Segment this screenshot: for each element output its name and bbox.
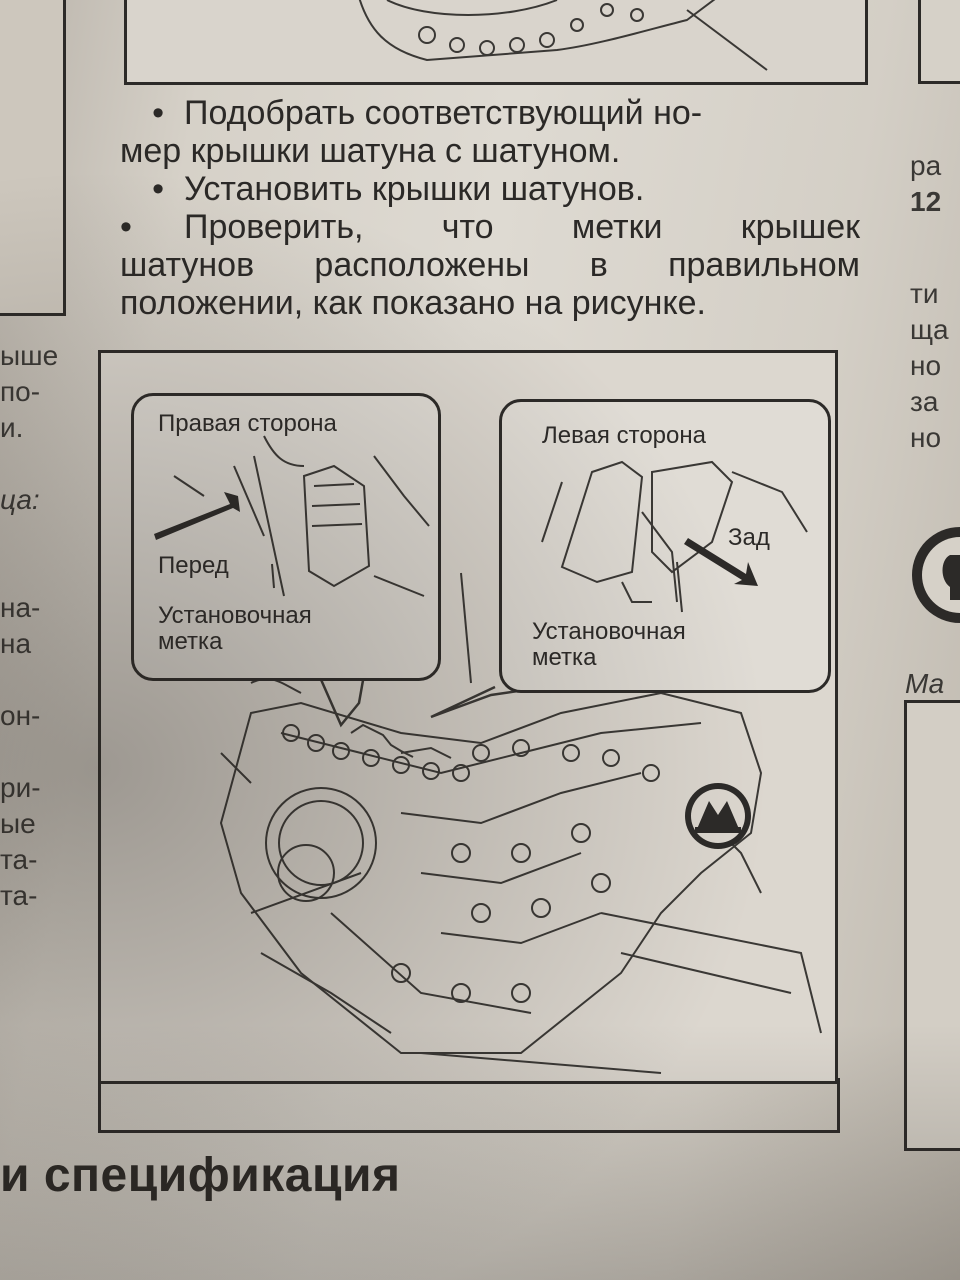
left-col-line: та- (0, 880, 38, 911)
right-mark-label-1: Установочная (158, 602, 312, 629)
right-col-line: но (910, 422, 942, 453)
right-col-line: ща (910, 314, 949, 345)
left-col-line: он- (0, 700, 41, 731)
section-heading: и спецификация (0, 1149, 401, 1202)
left-col-line: и. (0, 412, 24, 443)
left-figure-frame (0, 0, 66, 316)
left-col-line (0, 554, 70, 590)
bullet-1-line-2: мер крышки шатуна с шатуном. (120, 132, 621, 170)
publisher-seal-icon (685, 783, 751, 849)
top-figure-drawing (358, 0, 768, 71)
right-bottom-frame (904, 700, 960, 1151)
engine-figure: Правая сторона Перед Установочная метка … (98, 350, 838, 1084)
left-col-line (0, 446, 70, 482)
right-col-line: ра (910, 150, 942, 181)
bullet-3-line-3: положении, как показано на рисунке. (120, 284, 707, 322)
left-col-line: та- (0, 844, 38, 875)
right-side-title: Правая сторона (158, 410, 337, 437)
tip-bulb-icon (912, 527, 960, 623)
rear-direction-label: Зад (728, 524, 770, 551)
bullet-3-line-1: Проверить, что метки крышек (120, 208, 860, 246)
left-col-line: на (0, 628, 32, 659)
right-top-frame (918, 0, 960, 84)
left-column-text: ыше по- и. ца: на- на он- ри- ые та- та- (0, 338, 70, 914)
right-col-line (910, 220, 960, 276)
left-col-line: ыше (0, 340, 59, 371)
bullet-2-line-1: Установить крышки шатунов. (120, 170, 860, 208)
right-col-line: но (910, 350, 942, 381)
left-col-line: ца: (0, 484, 40, 515)
left-col-line: ри- (0, 772, 41, 803)
left-col-line: по- (0, 376, 41, 407)
figure-outer-frame (98, 1078, 840, 1133)
left-mark-label-1: Установочная (532, 618, 686, 645)
instruction-text: Подобрать соответствующий но- мер крышки… (120, 94, 860, 322)
top-figure-frame (124, 0, 868, 85)
left-col-line (0, 734, 70, 770)
left-col-line (0, 518, 70, 554)
front-direction-label: Перед (158, 552, 229, 579)
left-col-line (0, 662, 70, 698)
right-col-line: 12 (910, 186, 942, 217)
left-col-line: на- (0, 592, 41, 623)
bullet-1-line-1: Подобрать соответствующий но- (120, 94, 860, 132)
right-col-line: за (910, 386, 939, 417)
right-caption: Ма (905, 668, 945, 699)
right-column-text: ра 12 ти ща но за но (910, 148, 960, 456)
right-side-callout: Правая сторона Перед Установочная метка (131, 393, 441, 681)
left-mark-label-2: метка (532, 644, 597, 671)
right-col-line: ти (910, 278, 939, 309)
left-side-title: Левая сторона (542, 422, 706, 449)
left-col-line: ые (0, 808, 36, 839)
bullet-3-line-2: шатунов расположены в правильном (120, 246, 860, 284)
right-mark-label-2: метка (158, 628, 223, 655)
left-side-drawing (541, 460, 808, 613)
right-side-drawing (154, 435, 430, 597)
left-side-callout: Левая сторона Зад Установочная метка (499, 399, 831, 693)
